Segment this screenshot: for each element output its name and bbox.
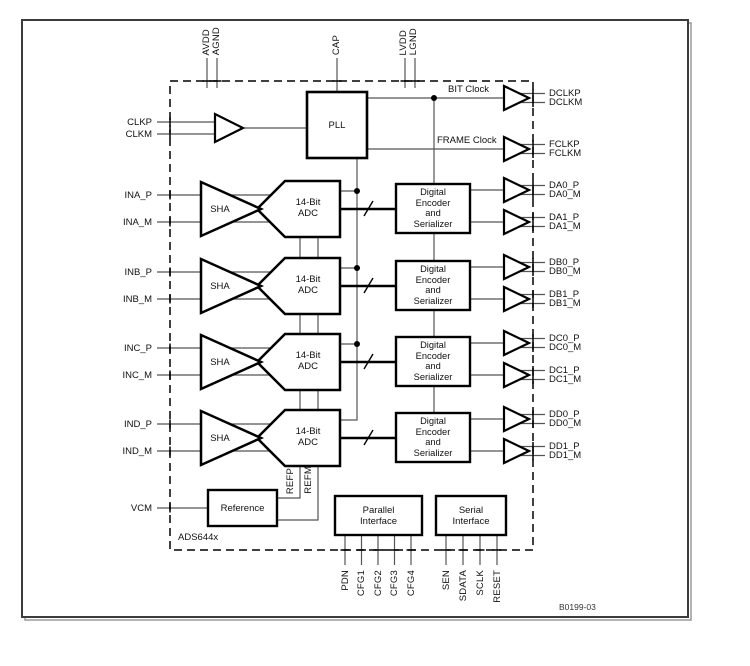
pin-label-db0p: DB0_P [549,257,580,268]
pin-label-vcm: VCM [130,502,152,514]
pin-label-dc0m: DC0_M [549,342,582,353]
pin-label-inc-m: INC_M [122,369,152,381]
adc-symbol-b [255,256,342,316]
pin-label-pdn: PDN [339,570,351,591]
encoder-block-b [394,259,472,312]
pin-label-cfg4: CFG4 [405,570,417,597]
figure-code: B0199-03 [559,602,596,612]
output-buffer-d0 [502,405,532,433]
sha-symbol-d [199,409,265,467]
data-buses [339,200,397,446]
output-buffer-a1 [502,208,532,236]
bit-clock-buffer-symbol [502,84,532,112]
bus-width-slash [363,200,374,446]
pin-label-ina-m: INA_M [122,216,152,228]
sha-label-d: SHA [210,432,230,444]
chip-name-label: ADS644x [178,532,219,543]
output-buffer-d1 [502,437,532,465]
pin-label-da1m: DA1_M [549,221,581,232]
blocks [199,84,532,537]
clock-input-buffer-symbol [213,112,246,144]
pin-label-inb-m: INB_M [122,293,152,305]
pin-label-db0m: DB0_M [549,266,581,277]
pin-label-db1p: DB1_P [549,289,580,300]
pin-label-da0m: DA0_M [549,189,581,200]
pin-label-dc1p: DC1_P [549,365,580,376]
pin-label-cap: CAP [331,34,342,55]
pin-label-inb-p: INB_P [124,266,152,278]
pin-label-dc1m: DC1_M [549,374,582,385]
refp-label: REFP [285,467,296,494]
pin-label-dd0p: DD0_P [549,409,580,420]
parallel-interface-block [333,494,424,537]
pin-label-db1m: DB1_M [549,298,581,309]
pin-label-da1p: DA1_P [549,212,580,223]
frame-clock-buffer-symbol [502,135,532,163]
pin-label-ind-m: IND_M [122,445,152,457]
sha-symbol-a [199,180,265,238]
pin-label-inc-p: INC_P [124,342,152,354]
pin-label-sclk: SCLK [474,570,486,596]
pin-label-fclkm: FCLKM [549,148,582,159]
sha-symbol-c [199,333,265,391]
pll-block [305,90,369,160]
pin-label-da0p: DA0_P [549,180,580,191]
bit-clock-label: BIT Clock [448,84,490,95]
reference-block-label: Reference [220,502,265,514]
sha-symbol-b [199,257,265,315]
pin-label-clkp: CLKP [127,116,152,128]
pin-label-ina-p: INA_P [124,189,152,201]
output-buffer-c0 [502,329,532,357]
encoder-block-d [394,411,472,464]
pin-label-clkm: CLKM [125,128,152,140]
frame-clock-label: FRAME Clock [437,135,497,146]
sha-label-c: SHA [210,356,230,368]
pin-label-agnd: AGND [211,26,222,55]
pin-label-dclkp: DCLKP [549,88,581,99]
encoder-block-a [394,182,472,235]
pin-label-dd0m: DD0_M [549,418,582,429]
pll-block-label: PLL [328,119,346,131]
chip-boundary-dashed [169,80,534,551]
sha-label-b: SHA [210,280,230,292]
output-buffer-b1 [502,285,532,313]
pin-label-fclkp: FCLKP [549,139,580,150]
serial-interface-block [434,494,508,537]
pin-label-sen: SEN [440,570,452,591]
boundary-crossing-ticks [169,80,534,551]
sha-label-a: SHA [210,203,230,215]
pin-label-ind-p: IND_P [124,418,152,430]
output-buffer-c1 [502,361,532,389]
reference-block [206,488,279,528]
pin-label-cfg3: CFG3 [389,570,400,597]
pin-label-dclkm: DCLKM [549,97,583,108]
adc-symbol-a [255,179,342,239]
adc-symbol-d [255,408,342,468]
pin-label-lgnd: LGND [408,27,419,55]
pin-label-reset: RESET [491,570,503,603]
output-buffer-a0 [502,176,532,204]
pin-label-dd1p: DD1_P [549,441,580,452]
pin-label-dd1m: DD1_M [549,450,582,461]
output-buffer-b0 [502,253,532,281]
encoder-block-c [394,335,472,388]
pin-label-cfg2: CFG2 [372,570,384,597]
pin-label-cfg1: CFG1 [356,570,367,597]
pin-label-dc0p: DC0_P [549,333,580,344]
refm-label: REFM [303,466,314,494]
adc-symbol-c [255,332,342,392]
pin-label-sdata: SDATA [457,570,469,602]
junction-dots [354,95,437,347]
